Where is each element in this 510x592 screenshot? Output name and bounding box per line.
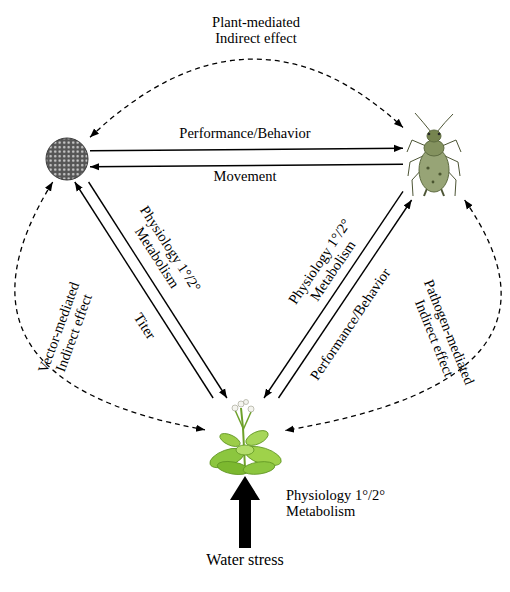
aphid-spot	[426, 166, 429, 169]
plant-node	[205, 398, 285, 476]
edge-label: Movement	[214, 168, 277, 184]
arrow-connector	[75, 182, 213, 398]
arrow-connector	[89, 182, 227, 398]
stress-node: Water stress	[190, 548, 300, 572]
edge-label: Physiology 1°/2° Metabolism	[286, 487, 404, 519]
plant-leaf	[236, 445, 254, 455]
arrow-connector	[90, 148, 403, 151]
plant-illustration	[205, 398, 285, 476]
aphid-head	[427, 130, 441, 142]
virus-node	[44, 136, 90, 182]
aphid-antenna	[437, 114, 453, 132]
aphid-eye	[438, 133, 441, 136]
plant-flower	[244, 400, 249, 405]
plant-flower	[232, 405, 238, 411]
virus-illustration	[44, 136, 90, 182]
plant-stem	[235, 410, 243, 428]
arrow-connector	[90, 164, 403, 167]
plant-stem	[241, 408, 245, 468]
aphid-limbs	[407, 113, 461, 196]
edge-label: Pathogen-mediated Indirect effect	[403, 269, 481, 402]
block-arrow	[230, 476, 260, 548]
plant-stem	[243, 412, 251, 430]
aphid-leg	[442, 140, 461, 152]
edge-label: Titer	[131, 310, 159, 342]
edge-label: Performance/Behavior	[179, 125, 310, 141]
edge-label: Plant-mediated Indirect effect	[196, 14, 316, 46]
aphid-antenna	[415, 113, 431, 132]
aphid-node	[403, 112, 465, 200]
aphid-illustration	[403, 112, 465, 200]
dashed-connector	[15, 182, 205, 430]
edge-label: Vector-mediated Indirect effect	[29, 263, 104, 396]
dashed-connector	[285, 200, 501, 430]
aphid-spot	[438, 172, 441, 175]
virus-particle	[46, 138, 88, 180]
aphid-leg	[407, 140, 426, 152]
plant-leaf	[242, 460, 275, 476]
arrow-connector	[264, 191, 403, 398]
edge-label: Physiology 1°/2° Metabolism	[119, 196, 208, 310]
plant-flower	[238, 401, 244, 407]
aphid-eye	[428, 133, 431, 136]
node-label: Water stress	[190, 548, 300, 572]
arrow-connector	[279, 200, 412, 398]
plant-flower	[248, 406, 254, 412]
aphid-spot	[432, 181, 435, 184]
